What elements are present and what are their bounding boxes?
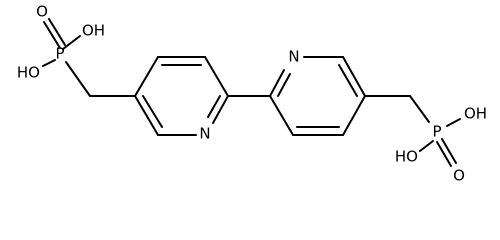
ring-left-bond-3 [204,56,229,97]
bond-p-o-double-left-b [48,18,66,46]
bond-po-right-side [446,118,461,127]
left-oxo-label: O [36,3,48,21]
ring-right-bond-3-inner [338,64,358,97]
bond-p-ch2-left [65,61,91,97]
ring-right-bond-6 [269,95,294,136]
ring-right-bond-1-inner [277,73,291,97]
ring-right-bond-1 [269,69,285,97]
right-ring-nitrogen-label: N [288,48,299,66]
bond-p-o-double-right-a [436,141,452,167]
left-hydroxyl-top-label: OH [82,22,105,40]
ring-left-bond-6-inner [142,95,163,128]
ring-left-bond-4-inner [207,95,221,118]
bond-p-o-double-left-a [43,21,61,49]
bond-po-left-top [62,35,81,50]
atom-labels: OH HO P O N N P OH HO O [17,3,487,185]
bipyridine-diphosphonic-acid-structure: OH HO P O N N P OH HO O [17,3,487,185]
ring-right-bond-4 [342,95,366,136]
right-hydroxyl-side-label: OH [464,105,487,123]
left-hydroxyl-side-label: HO [17,64,40,82]
bond-ch2-p-right [409,95,430,123]
ring-left-bond-1 [134,56,159,97]
left-ring-nitrogen-label: N [199,125,210,143]
bond-p-o-double-right-b [441,138,457,164]
ring-left-bond-6 [134,95,159,136]
left-phosphorus-label: P [55,45,64,63]
right-hydroxyl-bottom-label: HO [395,148,418,166]
bond-lines [42,18,461,167]
ring-left-bond-4 [212,95,229,124]
ring-right-bond-3 [342,56,366,97]
bond-po-left-side [42,59,56,67]
bond-po-right-bottom [419,140,434,152]
right-oxo-label: O [453,167,465,185]
right-phosphorus-label: P [432,123,441,141]
